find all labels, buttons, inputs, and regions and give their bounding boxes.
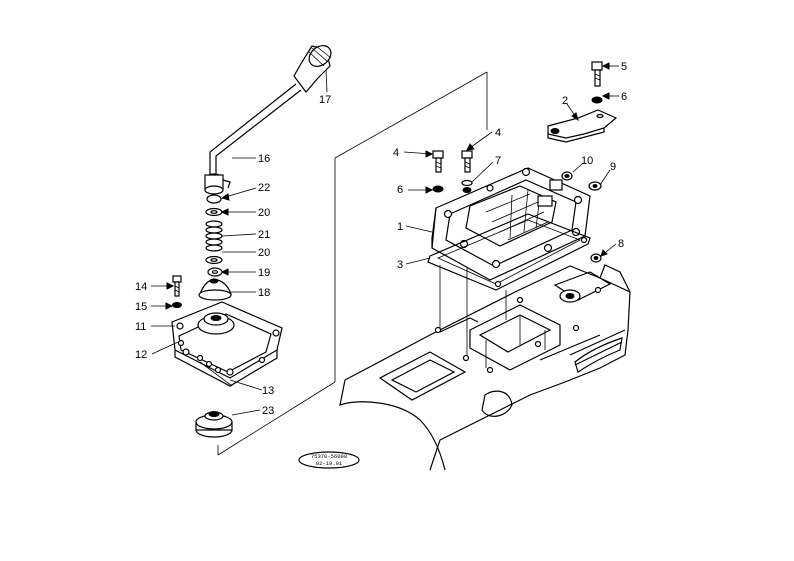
top-cover-1: [431, 167, 591, 281]
spring: [205, 220, 223, 252]
callout-18: 18: [258, 287, 270, 299]
boot: [198, 278, 232, 301]
callout-7: 7: [495, 155, 501, 167]
callout-9: 9: [610, 161, 616, 173]
callout-2: 2: [562, 95, 568, 107]
callout-23: 23: [262, 405, 274, 417]
stamp-line-1: 75370-56000: [311, 453, 347, 460]
callout-4: 4: [393, 147, 399, 159]
callout-20: 20: [258, 247, 270, 259]
callout-17: 17: [319, 94, 331, 106]
plug-10: [561, 171, 573, 181]
shift-lever: [204, 83, 302, 195]
callout-5: 5: [621, 61, 627, 73]
assembly-frame-lines: [217, 71, 507, 456]
bolt-4-right: [461, 150, 473, 193]
bushing-23: [195, 411, 233, 438]
callout-14: 14: [135, 281, 147, 293]
bolt-5: [591, 61, 603, 104]
callout-6: 6: [397, 184, 403, 196]
callout-4: 4: [495, 127, 501, 139]
plug-9: [588, 181, 602, 191]
lever-stack: [205, 194, 223, 277]
callout-13: 13: [262, 385, 274, 397]
callout-15: 15: [135, 301, 147, 313]
bolt-8: [590, 253, 602, 263]
callout-20: 20: [258, 207, 270, 219]
arrowheads: [165, 62, 610, 310]
callout-3: 3: [397, 259, 403, 271]
callout-12: 12: [135, 349, 147, 361]
callout-1: 1: [397, 221, 403, 233]
callout-10: 10: [581, 155, 593, 167]
callout-labels: 5 6 2 17 4 4 16 7 10 9 6 22 20 1 21 8 20…: [135, 61, 627, 417]
callout-6: 6: [621, 91, 627, 103]
bracket-2: [547, 109, 618, 143]
callout-21: 21: [258, 229, 270, 241]
callout-19: 19: [258, 267, 270, 279]
bolt-14: [172, 275, 182, 308]
reference-stamp: 75370-56000 02-19.01: [298, 451, 360, 469]
gasket-3: [427, 213, 591, 291]
lever-cover-plate: [171, 301, 283, 387]
callout-8: 8: [618, 238, 624, 250]
stamp-line-2: 02-19.01: [316, 460, 343, 467]
callout-11: 11: [135, 321, 146, 333]
callout-22: 22: [258, 182, 270, 194]
callout-16: 16: [258, 153, 270, 165]
shift-knob: [293, 45, 332, 93]
bolt-4-left: [432, 150, 444, 193]
transmission-housing: [339, 264, 631, 471]
